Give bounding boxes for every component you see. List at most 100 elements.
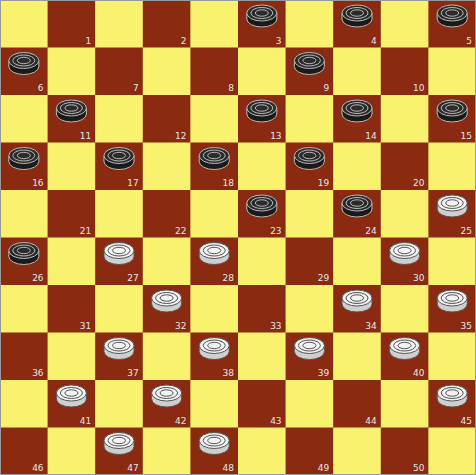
light-square: [95, 380, 143, 428]
light-square: [286, 380, 334, 428]
dark-square: [0, 428, 48, 475]
white-piece: [108, 340, 130, 351]
square-number: 31: [80, 321, 91, 331]
dark-square: [381, 143, 429, 191]
light-square: [381, 95, 429, 143]
dark-square: [381, 333, 429, 381]
light-square: [381, 0, 429, 48]
square-number: 47: [127, 463, 138, 473]
white-piece: [104, 433, 134, 449]
dark-square: [428, 190, 476, 238]
light-square: [333, 238, 381, 286]
white-piece: [152, 290, 182, 306]
square-number: 2: [181, 36, 187, 46]
square-number: 8: [228, 83, 234, 93]
light-square: [48, 428, 96, 475]
light-square: [428, 428, 476, 475]
dark-square: [428, 380, 476, 428]
white-piece: [446, 295, 459, 301]
square-number: 21: [80, 226, 91, 236]
dark-square: [143, 0, 191, 48]
black-piece: [437, 5, 467, 21]
white-piece: [437, 385, 467, 401]
black-piece: [208, 152, 221, 158]
white-piece: [203, 435, 225, 446]
light-square: [95, 0, 143, 48]
square-number: 48: [223, 463, 234, 473]
black-piece: [342, 195, 372, 211]
light-square: [48, 48, 96, 96]
light-square: [286, 190, 334, 238]
white-piece: [441, 293, 463, 304]
black-piece: [294, 148, 324, 164]
dark-square: [286, 238, 334, 286]
black-piece: [60, 103, 82, 114]
light-square: [428, 238, 476, 286]
light-square: [428, 48, 476, 96]
square-number: 27: [127, 273, 138, 283]
white-piece: [294, 338, 324, 354]
square-number: 9: [323, 83, 329, 93]
black-piece: [251, 103, 273, 114]
white-piece: [203, 245, 225, 256]
light-square: [143, 143, 191, 191]
black-piece: [113, 152, 126, 158]
dark-square: [286, 48, 334, 96]
white-piece: [351, 295, 364, 301]
dark-square: [333, 0, 381, 48]
white-piece: [446, 390, 459, 396]
white-piece: [208, 342, 221, 348]
dark-square: [190, 238, 238, 286]
dark-square: [286, 428, 334, 475]
dark-square: [190, 428, 238, 475]
black-piece: [441, 103, 463, 114]
dark-square: [95, 238, 143, 286]
light-square: [286, 285, 334, 333]
square-number: 25: [461, 226, 472, 236]
light-square: [333, 428, 381, 475]
square-number: 20: [413, 178, 424, 188]
white-piece: [203, 340, 225, 351]
white-piece: [298, 340, 320, 351]
black-piece: [9, 53, 39, 69]
black-piece: [255, 10, 268, 16]
square-number: 30: [413, 273, 424, 283]
square-number: 33: [270, 321, 281, 331]
black-piece: [446, 10, 459, 16]
black-piece: [346, 198, 368, 209]
light-square: [0, 0, 48, 48]
black-piece: [351, 105, 364, 111]
square-number: 22: [175, 226, 186, 236]
light-square: [0, 95, 48, 143]
white-piece: [394, 245, 416, 256]
dark-square: [95, 333, 143, 381]
black-piece: [303, 152, 316, 158]
white-piece: [65, 390, 78, 396]
light-square: [333, 143, 381, 191]
black-piece: [56, 100, 86, 116]
white-piece: [208, 247, 221, 253]
dark-square: [143, 95, 191, 143]
square-number: 35: [461, 321, 472, 331]
dark-square: [143, 190, 191, 238]
white-piece: [199, 338, 229, 354]
white-piece: [390, 243, 420, 259]
black-piece: [441, 8, 463, 19]
square-number: 7: [133, 83, 139, 93]
dark-square: [238, 95, 286, 143]
white-piece: [208, 437, 221, 443]
black-piece: [255, 105, 268, 111]
light-square: [286, 0, 334, 48]
dark-square: [143, 285, 191, 333]
white-piece: [56, 385, 86, 401]
square-number: 4: [371, 36, 377, 46]
white-piece: [398, 342, 411, 348]
light-square: [238, 48, 286, 96]
square-number: 45: [461, 416, 472, 426]
square-number: 26: [32, 273, 43, 283]
square-number: 28: [223, 273, 234, 283]
square-number: 17: [127, 178, 138, 188]
black-piece: [351, 200, 364, 206]
white-piece: [113, 247, 126, 253]
square-number: 49: [318, 463, 329, 473]
